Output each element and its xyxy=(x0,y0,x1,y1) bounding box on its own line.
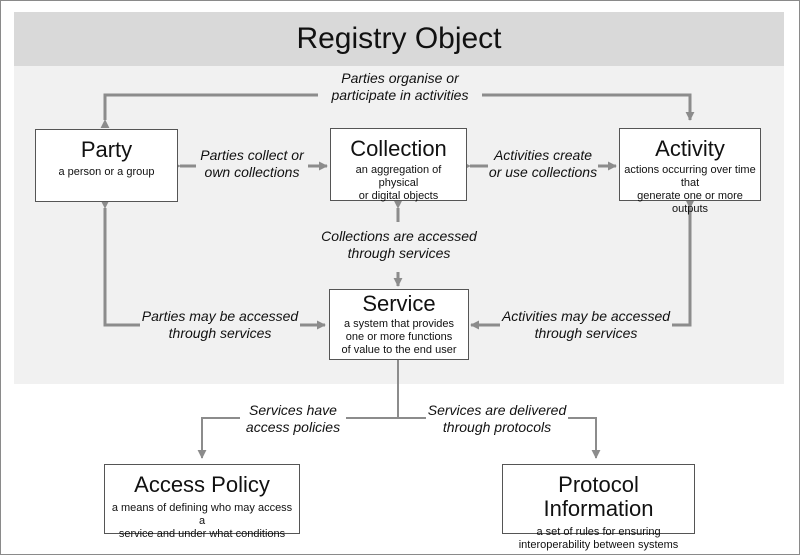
label-collection-service: Collections are accessed through service… xyxy=(321,228,477,261)
protocol-information-name: Protocol Information xyxy=(543,472,654,521)
service-name: Service xyxy=(362,291,436,316)
label-service-access-policy: Services have access policies xyxy=(240,402,346,436)
collection-box: Collection an aggregation of physical or… xyxy=(330,128,467,202)
activity-box: Activity actions occurring over time tha… xyxy=(619,128,761,215)
diagram-title: Registry Object xyxy=(296,22,502,55)
protocol-information-box: Protocol Information a set of rules for … xyxy=(502,464,695,551)
label-party-service: Parties may be accessed through services xyxy=(140,308,300,342)
access-policy-desc: a means of defining who may access a ser… xyxy=(111,502,293,540)
service-desc: a system that provides one or more funct… xyxy=(341,318,457,356)
party-name: Party xyxy=(80,137,133,162)
collection-name: Collection xyxy=(350,136,447,161)
label-activity-collection: Activities create or use collections xyxy=(488,147,598,181)
access-policy-name: Access Policy xyxy=(134,472,270,497)
activity-name: Activity xyxy=(655,136,725,161)
collection-desc: an aggregation of physical or digital ob… xyxy=(355,164,442,202)
label-service-protocols: Services are delivered through protocols xyxy=(426,402,568,436)
title-band xyxy=(14,12,784,66)
activity-desc: actions occurring over time that generat… xyxy=(624,164,756,215)
label-party-collection: Parties collect or own collections xyxy=(196,147,308,181)
service-box: Service a system that provides one or mo… xyxy=(329,289,469,360)
label-party-activity: Parties organise or participate in activ… xyxy=(318,70,482,104)
access-policy-box: Access Policy a means of defining who ma… xyxy=(104,464,300,540)
protocol-information-desc: a set of rules for ensuring interoperabi… xyxy=(518,526,679,551)
label-activity-service: Activities may be accessed through servi… xyxy=(500,308,672,342)
party-desc: a person or a group xyxy=(58,166,155,178)
party-box: Party a person or a group xyxy=(35,129,178,202)
